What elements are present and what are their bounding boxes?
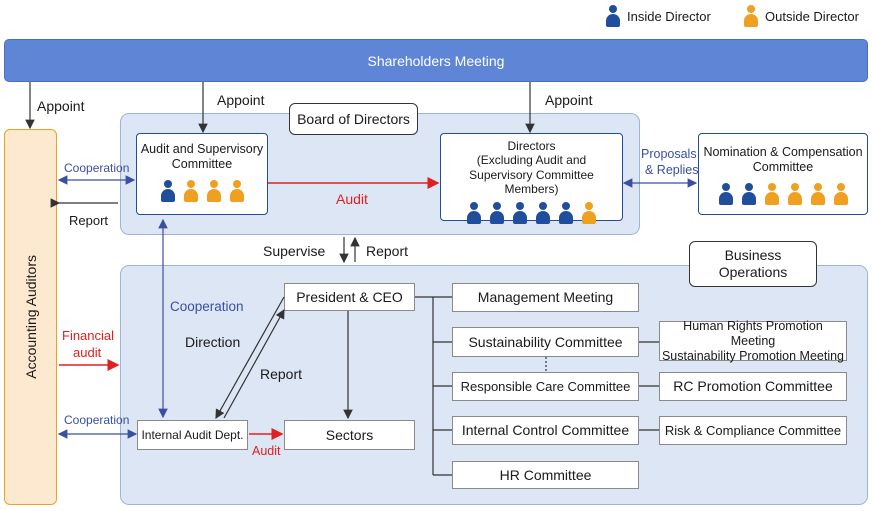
- shareholders-meeting: Shareholders Meeting: [4, 39, 868, 82]
- cooperation-label-top: Cooperation: [64, 161, 130, 175]
- nomination-line1: Nomination & Compensation: [703, 145, 863, 159]
- outside-director-icon: [206, 180, 222, 202]
- proposals-label-1: Proposals: [641, 147, 697, 161]
- outside-director-icon: [229, 180, 245, 202]
- audit-label-internal: Audit: [252, 444, 281, 458]
- inside-director-icon: [558, 201, 574, 224]
- hr-committee: HR Committee: [452, 461, 639, 489]
- risk-compliance-label: Risk & Compliance Committee: [664, 422, 842, 438]
- responsible-care-label: Responsible Care Committee: [460, 378, 631, 394]
- sustainability-committee: Sustainability Committee: [452, 327, 639, 357]
- rc-promotion-committee: RC Promotion Committee: [659, 372, 847, 401]
- human-rights-meeting-label: Human Rights Promotion Meeting: [683, 318, 823, 348]
- responsible-care-committee: Responsible Care Committee: [452, 372, 639, 401]
- outside-director-icon: [833, 183, 849, 205]
- business-line2: Operations: [718, 264, 788, 280]
- directors-line2: (Excluding Audit and: [476, 153, 587, 168]
- inside-director-icon: [718, 183, 734, 205]
- inside-director-icon: [741, 183, 757, 205]
- appoint-label-left: Appoint: [37, 98, 85, 114]
- board-text: Board of Directors: [297, 110, 410, 127]
- internal-control-committee: Internal Control Committee: [452, 416, 639, 445]
- outside-director-icon: [183, 180, 199, 202]
- internal-audit-dept: Internal Audit Dept.: [137, 420, 248, 450]
- directors-box: Directors (Excluding Audit and Superviso…: [440, 133, 623, 224]
- sectors-label: Sectors: [325, 426, 374, 443]
- asc-line1: Audit and Supervisory: [140, 142, 264, 156]
- sectors: Sectors: [284, 420, 415, 450]
- legend-outside: Outside Director: [743, 5, 859, 27]
- inside-director-icon: [466, 201, 482, 224]
- directors-line3: Supervisory Committee Members): [469, 167, 594, 197]
- business-line1: Business: [724, 247, 782, 264]
- hr-committee-label: HR Committee: [499, 466, 592, 483]
- proposals-label-2: & Replies: [645, 163, 699, 177]
- management-meeting-label: Management Meeting: [477, 289, 614, 306]
- report-label-inner: Report: [260, 366, 303, 382]
- legend-outside-label: Outside Director: [765, 8, 859, 24]
- directors-line1: Directors: [507, 139, 556, 153]
- inside-director-icon: [605, 5, 621, 27]
- business-operations-label: Business Operations: [689, 241, 817, 287]
- risk-compliance-committee: Risk & Compliance Committee: [659, 416, 847, 445]
- nomination-compensation-committee: Nomination & Compensation Committee: [698, 133, 868, 215]
- president-label: President & CEO: [296, 288, 403, 305]
- asc-members: [137, 180, 267, 202]
- financial-label-2: audit: [73, 345, 102, 360]
- legend-inside-label: Inside Director: [627, 8, 711, 24]
- nomination-members: [699, 183, 867, 205]
- sustainability-sub-meetings: Human Rights Promotion Meeting Sustainab…: [659, 318, 847, 363]
- appoint-label-right: Appoint: [545, 92, 593, 108]
- nomination-line2: Committee: [752, 160, 814, 174]
- report-label-left: Report: [69, 213, 109, 228]
- sustainability-committee-label: Sustainability Committee: [468, 333, 623, 350]
- supervise-label: Supervise: [263, 243, 326, 259]
- outside-director-icon: [810, 183, 826, 205]
- shareholders-label: Shareholders Meeting: [367, 52, 505, 69]
- direction-label: Direction: [185, 334, 241, 350]
- inside-director-icon: [535, 201, 551, 224]
- audit-label-board: Audit: [336, 191, 368, 207]
- inside-director-icon: [160, 180, 176, 202]
- board-of-directors-label: Board of Directors: [289, 103, 418, 135]
- president-ceo: President & CEO: [284, 283, 415, 311]
- financial-label-1: Financial: [62, 328, 115, 343]
- management-meeting: Management Meeting: [452, 283, 639, 312]
- legend-inside: Inside Director: [605, 5, 711, 27]
- outside-director-icon: [581, 201, 597, 224]
- cooperation-label-bottom: Cooperation: [64, 413, 130, 427]
- appoint-label-center: Appoint: [217, 92, 265, 108]
- outside-director-icon: [787, 183, 803, 205]
- report-label-center: Report: [366, 243, 409, 259]
- accounting-auditors: Accounting Auditors: [4, 129, 57, 505]
- rc-promotion-label: RC Promotion Committee: [673, 378, 833, 395]
- internal-audit-label: Internal Audit Dept.: [141, 427, 244, 442]
- asc-line2: Committee: [171, 157, 233, 171]
- outside-director-icon: [764, 183, 780, 205]
- inside-director-icon: [489, 201, 505, 224]
- directors-members: [441, 201, 622, 224]
- cooperation-label-middle: Cooperation: [170, 299, 244, 314]
- internal-control-label: Internal Control Committee: [461, 422, 630, 439]
- outside-director-icon: [743, 5, 759, 27]
- sustainability-meeting-label: Sustainability Promotion Meeting: [661, 348, 845, 363]
- inside-director-icon: [512, 201, 528, 224]
- audit-supervisory-committee: Audit and Supervisory Committee: [136, 133, 268, 215]
